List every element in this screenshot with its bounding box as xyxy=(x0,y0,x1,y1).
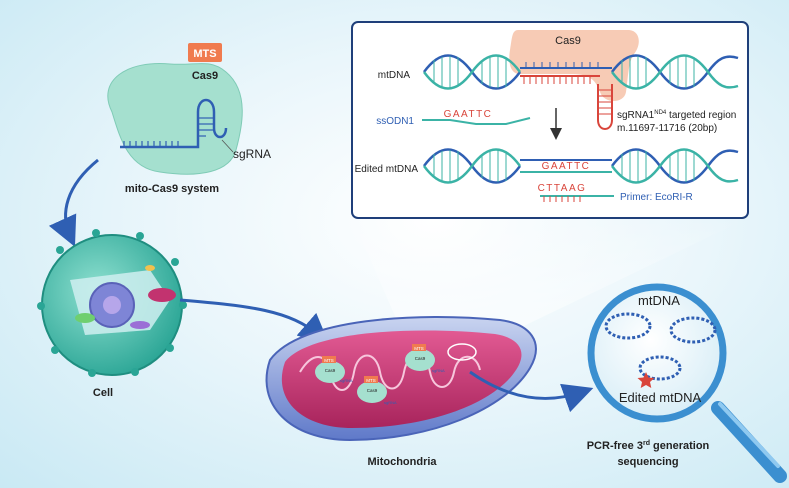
arrow-system-to-cell xyxy=(48,158,99,247)
mts-tag xyxy=(188,43,222,62)
mtdna-circle-3 xyxy=(638,355,682,381)
sgrna-label: sgRNA xyxy=(233,147,271,161)
inset-cas9-label: Cas9 xyxy=(555,35,581,47)
inset-panel: Cas9 mtDNA xyxy=(351,21,749,219)
magnifier: mtDNA Edited mtDNA xyxy=(587,283,787,483)
inset-target-suffix: targeted region xyxy=(666,110,736,121)
mini-cas9-2: MTS Cas9 xyxy=(357,376,387,403)
mito-caption: Mitochondria xyxy=(367,456,437,468)
inset-frame xyxy=(351,21,749,219)
inset-target-range: m.11697-11716 (20bp) xyxy=(617,123,717,134)
inset-primer-ticks xyxy=(543,196,581,202)
sgrna-leader xyxy=(221,139,234,153)
nucleolus xyxy=(103,296,121,314)
cas9-protein xyxy=(107,62,243,175)
mini-cas9-label-1: Cas9 xyxy=(325,368,336,373)
mini-sgrna-1: sgRNA xyxy=(340,378,353,383)
magnifier-edited-label: Edited mtDNA xyxy=(619,390,702,405)
inset-primer-label: Primer: EcoRI-R xyxy=(620,192,693,203)
inset-primer-seq: CTTAAG xyxy=(538,183,587,194)
mtdna-helix-edited xyxy=(422,148,739,184)
sgrna-strand xyxy=(120,98,228,149)
edit-star-icon xyxy=(637,372,655,388)
inset-ssodn-strand xyxy=(422,117,531,125)
mini-cas9-label-3: Cas9 xyxy=(415,356,426,361)
magnifier-handle xyxy=(711,401,787,483)
mini-mts-1: MTS xyxy=(324,358,334,363)
inset-edited-seq: GAATTC xyxy=(542,161,591,172)
cell-caption: Cell xyxy=(93,387,113,399)
mtdna-helix-top xyxy=(422,54,739,90)
mini-mts-3: MTS xyxy=(414,346,424,351)
sequencing-line1-sup: rd xyxy=(643,440,650,447)
mini-cas9-3: MTS Cas9 xyxy=(405,344,435,371)
mts-label: MTS xyxy=(193,48,216,60)
inset-ssodn-seq: GAATTC xyxy=(444,109,493,120)
inset-edited-label: Edited mtDNA xyxy=(355,164,419,175)
magnifier-lens xyxy=(587,283,727,423)
sequencing-line1-post: generation xyxy=(650,440,710,452)
inset-target-name: sgRNA1 xyxy=(617,110,655,121)
cell-spikes xyxy=(37,229,187,377)
mini-sgrna-2: sgRNA xyxy=(384,400,397,405)
inset-target-sup: ND4 xyxy=(654,110,667,116)
mini-cas9-1: MTS Cas9 xyxy=(315,356,345,383)
magnifier-mtdna-label: mtDNA xyxy=(638,293,680,308)
sgrna-ticks xyxy=(123,117,214,147)
cell-mitochondrion xyxy=(148,288,176,302)
sequencing-line1: PCR-free 3rd generation xyxy=(587,440,710,452)
mtdna-circle-2 xyxy=(669,316,717,344)
sequencing-line2: sequencing xyxy=(617,456,678,468)
inset-sgrna-strand-ticks xyxy=(523,76,591,84)
inset-sgrna-ticks xyxy=(598,89,612,115)
sequencing-line1-pre: PCR-free 3 xyxy=(587,440,643,452)
vesicle xyxy=(145,265,155,271)
cell-illustration: Cell xyxy=(37,229,187,399)
system-caption: mito-Cas9 system xyxy=(125,183,219,195)
arrow-mito-to-seq xyxy=(469,370,594,413)
mtdna-circle-1 xyxy=(604,312,652,340)
inset-sgrna-hairpin xyxy=(597,84,613,130)
mtdna-loop xyxy=(447,343,477,361)
cas9-label: Cas9 xyxy=(192,70,218,82)
mito-cas9-system: MTS Cas9 sgRNA mito-Cas9 system xyxy=(107,43,271,195)
arrow-cell-to-mito xyxy=(179,298,330,344)
mini-mts-2: MTS xyxy=(366,378,376,383)
mini-sgrna-3: sgRNA xyxy=(432,368,445,373)
mini-cas9-label-2: Cas9 xyxy=(367,388,378,393)
inset-ssodn-label: ssODN1 xyxy=(376,116,414,127)
magnifier-handle-shine xyxy=(718,402,780,468)
inset-mtdna-label: mtDNA xyxy=(378,70,411,81)
golgi xyxy=(130,321,150,329)
mitochondria-illustration: MTS Cas9 MTS Cas9 MTS Cas9 sgRNA sgRNA s… xyxy=(265,315,537,468)
inset-target-label: sgRNA1ND4 targeted region xyxy=(617,110,736,121)
er-structure xyxy=(75,313,95,323)
